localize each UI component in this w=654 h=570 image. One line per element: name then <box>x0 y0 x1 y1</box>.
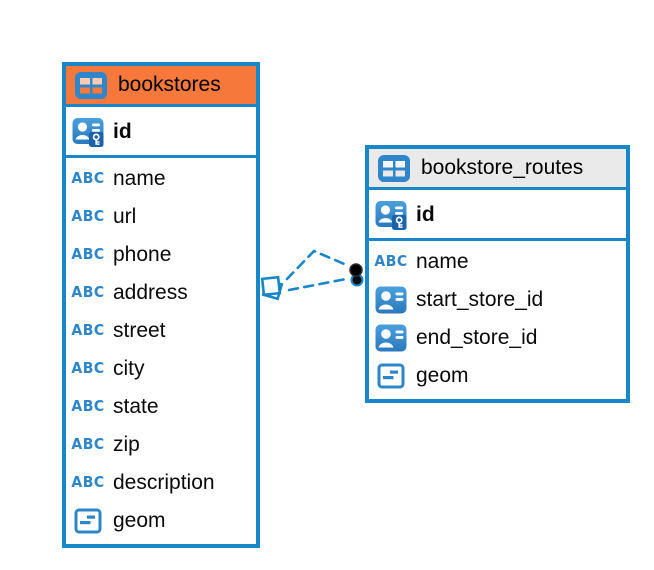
foreign-key-icon <box>374 324 408 352</box>
column-row[interactable]: ABC name <box>66 160 256 198</box>
column-name: address <box>113 281 188 304</box>
table-icon <box>377 154 411 183</box>
column-name: state <box>113 395 159 418</box>
column-name: start_store_id <box>416 288 544 311</box>
relationship-source-marker[interactable] <box>260 275 284 301</box>
table-header[interactable]: bookstores <box>66 66 256 107</box>
text-type-icon: ABC <box>71 474 105 492</box>
column-row[interactable]: ABC address <box>66 274 256 312</box>
text-type-icon: ABC <box>71 284 105 302</box>
column-row[interactable]: ABC state <box>66 388 256 426</box>
column-row[interactable]: ABC street <box>66 312 256 350</box>
column-name: name <box>416 250 469 273</box>
column-name: city <box>113 357 145 380</box>
geometry-type-icon <box>71 508 105 534</box>
text-type-icon: ABC <box>71 246 105 264</box>
column-name: url <box>113 205 137 228</box>
relationship-line[interactable] <box>287 277 348 292</box>
text-type-icon: ABC <box>374 253 408 271</box>
column-row[interactable]: id <box>369 192 626 241</box>
foreign-key-icon <box>374 286 408 314</box>
column-row[interactable]: geom <box>369 357 626 395</box>
column-row[interactable]: geom <box>66 502 256 540</box>
table-icon <box>74 71 108 100</box>
column-name: phone <box>113 243 172 266</box>
column-row[interactable]: start_store_id <box>369 281 626 319</box>
text-type-icon: ABC <box>71 398 105 416</box>
column-name: end_store_id <box>416 326 538 349</box>
text-type-icon: ABC <box>71 170 105 188</box>
column-name: street <box>113 319 166 342</box>
column-name: geom <box>416 364 469 387</box>
column-name: id <box>416 203 435 226</box>
column-name: name <box>113 167 166 190</box>
relationship-target-marker[interactable] <box>349 263 364 287</box>
column-row[interactable]: end_store_id <box>369 319 626 357</box>
primary-key-icon <box>71 117 105 147</box>
column-row[interactable]: ABC zip <box>66 426 256 464</box>
text-type-icon: ABC <box>71 436 105 454</box>
column-row[interactable]: id <box>66 109 256 158</box>
column-name: description <box>113 471 215 494</box>
text-type-icon: ABC <box>71 322 105 340</box>
table-name: bookstores <box>118 73 221 96</box>
column-row[interactable]: ABC description <box>66 464 256 502</box>
text-type-icon: ABC <box>71 360 105 378</box>
column-name: geom <box>113 509 166 532</box>
geometry-type-icon <box>374 363 408 389</box>
table-name: bookstore_routes <box>421 156 584 179</box>
table-header[interactable]: bookstore_routes <box>369 149 626 190</box>
column-row[interactable]: ABC city <box>66 350 256 388</box>
column-row[interactable]: ABC name <box>369 243 626 281</box>
primary-key-icon <box>374 200 408 230</box>
column-row[interactable]: ABC url <box>66 198 256 236</box>
column-name: id <box>113 120 132 143</box>
text-type-icon: ABC <box>71 208 105 226</box>
column-row[interactable]: ABC phone <box>66 236 256 274</box>
relationship-line[interactable] <box>285 249 351 281</box>
column-name: zip <box>113 433 140 456</box>
